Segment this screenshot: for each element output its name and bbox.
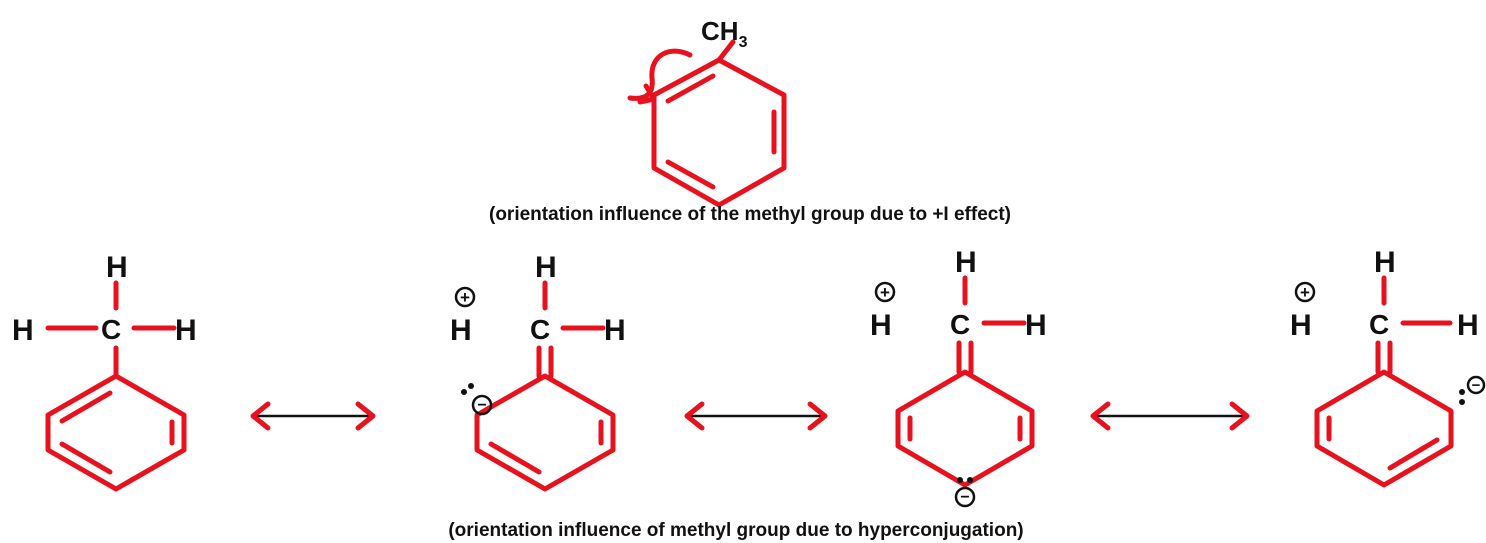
- lone-pair-dot: [461, 389, 467, 395]
- methyl-label: CH3: [701, 16, 748, 51]
- lone-pair-dot: [468, 383, 474, 389]
- ring-1-double-bond-3: [59, 390, 113, 424]
- resonance-structure-3: + H H C H −: [870, 246, 1047, 508]
- minus-charge-circle: [1466, 375, 1486, 395]
- atom-h-top: H: [955, 246, 977, 279]
- plus-sign: +: [1300, 283, 1310, 302]
- resonance-arrow-3: [1090, 401, 1250, 431]
- minus-sign: −: [960, 489, 969, 506]
- resonance-arrow-2: [684, 401, 828, 431]
- benzene-ring-2: [474, 373, 616, 492]
- toluene-double-bond-3: [665, 73, 716, 104]
- toluene-ring: [651, 57, 787, 208]
- toluene-double-bond-2: [665, 159, 716, 190]
- plus-charge-circle: [454, 286, 476, 308]
- minus-charge-circle: [954, 486, 976, 508]
- atom-h-right: H: [1025, 309, 1047, 342]
- atom-h-proton: H: [450, 314, 472, 347]
- atom-h-top: H: [535, 251, 557, 284]
- atom-h-proton: H: [870, 309, 892, 342]
- ring-1-double-bond-2: [59, 441, 113, 475]
- atom-h-right: H: [604, 314, 626, 347]
- resonance-structure-2: + H H C H −: [450, 251, 626, 492]
- atom-c: C: [950, 309, 970, 340]
- toluene-methyl-bond: [716, 39, 736, 63]
- lone-pair-dot: [957, 477, 963, 483]
- resonance-structure-1: H H C H: [12, 251, 197, 492]
- lone-pair-dot: [967, 477, 973, 483]
- atom-c: C: [101, 314, 121, 345]
- benzene-ring-3: [895, 369, 1035, 488]
- minus-sign: −: [1472, 377, 1481, 394]
- ring-2-double-bond-2: [488, 441, 542, 475]
- atom-h-top: H: [106, 251, 128, 284]
- atom-c: C: [530, 314, 550, 345]
- benzene-ring-4: [1314, 369, 1454, 488]
- atom-h-top: H: [1374, 246, 1396, 279]
- resonance-arrow-1: [250, 401, 376, 431]
- minus-sign: −: [477, 397, 486, 414]
- atom-h-left: H: [12, 314, 34, 347]
- resonance-structure-4: + H H C H −: [1290, 246, 1486, 488]
- ring-4-double-bond-2: [1387, 437, 1440, 471]
- lone-pair-dot: [1459, 389, 1465, 395]
- atom-h-right: H: [1457, 309, 1479, 342]
- caption-inductive: (orientation influence of the methyl gro…: [489, 204, 1011, 225]
- lone-pair-dot: [1459, 399, 1465, 405]
- inductive-curved-arrow: [627, 48, 693, 101]
- plus-sign: +: [880, 283, 890, 302]
- caption-hyperconjugation: (orientation influence of methyl group d…: [448, 520, 1023, 541]
- plus-charge-circle: [874, 281, 896, 303]
- atom-c: C: [1369, 309, 1389, 340]
- toluene-structure: CH3: [627, 16, 787, 208]
- atom-h-proton: H: [1290, 309, 1312, 342]
- benzene-ring-1: [45, 373, 187, 492]
- atom-h-right: H: [175, 314, 197, 347]
- plus-charge-circle: [1294, 281, 1316, 303]
- inductive-arrow-head: [637, 83, 657, 105]
- minus-charge-circle: [471, 394, 493, 416]
- plus-sign: +: [460, 288, 470, 307]
